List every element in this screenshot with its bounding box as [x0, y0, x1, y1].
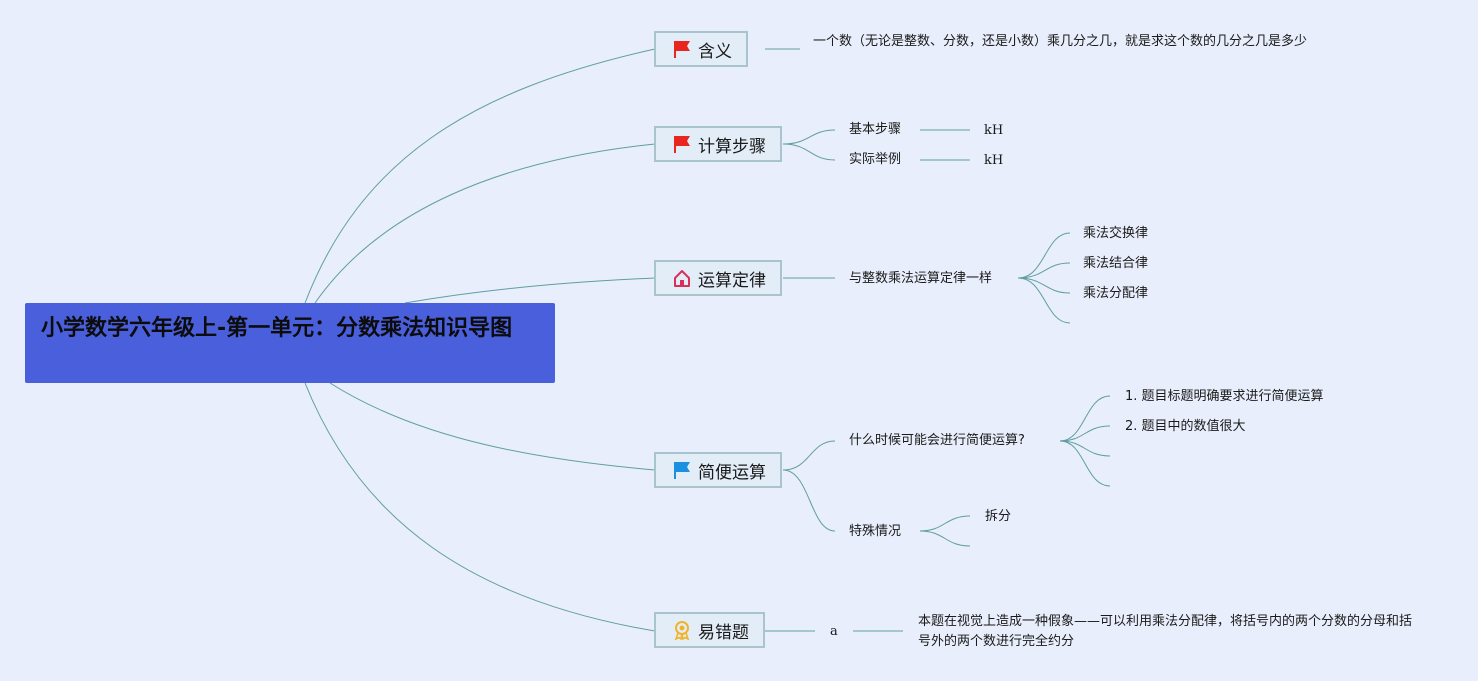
branch-laws[interactable]: 运算定律 [654, 260, 782, 296]
branch-calc-steps[interactable]: 计算步骤 [654, 126, 782, 162]
root-title: 小学数学六年级上-第一单元：分数乘法知识导图 [41, 316, 513, 341]
law-commutative[interactable]: 乘法交换律 [1083, 226, 1149, 241]
branch-label: 简便运算 [698, 462, 766, 483]
subtopic-a[interactable]: a [830, 624, 838, 639]
law-distributive[interactable]: 乘法分配律 [1083, 286, 1149, 301]
subtopic-leaf[interactable]: kH [984, 153, 1004, 168]
subtopic-special-case[interactable]: 特殊情况 [849, 524, 902, 539]
branch-label: 易错题 [698, 622, 749, 643]
award-ribbon-icon [674, 621, 690, 640]
error-explanation: 本题在视觉上造成一种假象——可以利用乘法分配律，将括号内的两个分数的分母和括号外… [918, 614, 1413, 649]
red-flag-icon [674, 136, 690, 153]
branch-error-prone[interactable]: 易错题 [654, 612, 765, 648]
branch-label: 计算步骤 [698, 136, 766, 157]
branch-label: 运算定律 [698, 270, 766, 291]
branch-meaning[interactable]: 含义 [654, 31, 748, 67]
subtopic-leaf[interactable]: kH [984, 123, 1004, 138]
red-flag-icon [674, 41, 690, 58]
home-icon [674, 270, 690, 287]
law-associative[interactable]: 乘法结合律 [1083, 256, 1149, 271]
special-split[interactable]: 拆分 [985, 509, 1012, 524]
blue-flag-icon [674, 462, 690, 479]
subtopic-when-simplify[interactable]: 什么时候可能会进行简便运算? [849, 433, 1025, 448]
condition-item[interactable]: 2. 题目中的数值很大 [1125, 419, 1246, 434]
subtopic-basic-steps[interactable]: 基本步骤 [849, 122, 902, 137]
condition-item[interactable]: 1. 题目标题明确要求进行简便运算 [1125, 389, 1324, 404]
branch-simplified-calc[interactable]: 简便运算 [654, 452, 782, 488]
subtopic-example[interactable]: 实际举例 [849, 152, 902, 167]
root-topic[interactable]: 小学数学六年级上-第一单元：分数乘法知识导图 [25, 303, 555, 383]
branch-label: 含义 [698, 41, 732, 62]
meaning-definition: 一个数（无论是整数、分数，还是小数）乘几分之几，就是求这个数的几分之几是多少 [813, 34, 1308, 49]
subtopic-same-as-integer[interactable]: 与整数乘法运算定律一样 [849, 271, 993, 286]
